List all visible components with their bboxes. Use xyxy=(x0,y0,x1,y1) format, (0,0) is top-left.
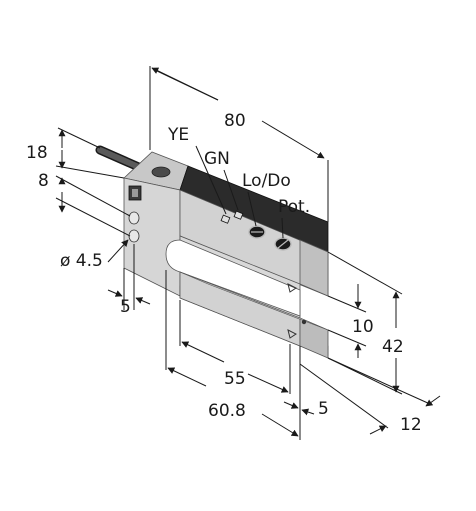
dim-5-left-label: 5 xyxy=(120,297,131,317)
dim-60-8-label: 60.8 xyxy=(208,401,246,421)
dim-5-left: 5 xyxy=(107,244,151,317)
callout-ye: YE xyxy=(167,125,227,215)
sensor-housing xyxy=(123,151,329,359)
callout-gn-label: GN xyxy=(204,149,230,169)
dim-42-label: 42 xyxy=(382,337,404,357)
callout-pot-label: Pot. xyxy=(278,197,310,217)
lo-do-switch xyxy=(248,225,266,239)
callout-ye-label: YE xyxy=(167,125,189,145)
callout-lodo: Lo/Do xyxy=(242,171,291,227)
led-green xyxy=(233,210,244,220)
callout-lodo-label: Lo/Do xyxy=(242,171,291,191)
top-mounting-hole xyxy=(151,166,171,178)
dim-5-bottom: 5 xyxy=(283,399,329,419)
upper-arm-marker xyxy=(287,283,297,293)
led-yellow xyxy=(220,214,231,224)
lower-arm-marker xyxy=(287,329,297,339)
dim-8: 8 xyxy=(38,171,131,237)
dim-80-label: 80 xyxy=(224,111,246,131)
dim-18: 18 xyxy=(26,127,125,179)
lower-arm-dot xyxy=(301,319,307,325)
callout-pot: Pot. xyxy=(278,197,310,239)
dim-12-label: 12 xyxy=(400,415,422,435)
dim-5-bottom-label: 5 xyxy=(318,399,329,419)
dim-60-8: 60.8 xyxy=(165,270,301,440)
dim-8-label: 8 xyxy=(38,171,49,191)
dim-55: 55 xyxy=(179,300,291,394)
dim-10: 10 xyxy=(327,284,374,358)
dim-80: 80 xyxy=(149,66,329,222)
dim-diameter-label: ø 4.5 xyxy=(60,251,103,271)
callout-gn: GN xyxy=(204,149,239,211)
dim-10-label: 10 xyxy=(352,317,374,337)
potentiometer xyxy=(274,237,292,251)
dim-55-label: 55 xyxy=(224,369,246,389)
side-mounting-hole-1 xyxy=(128,211,140,225)
side-mounting-hole-2 xyxy=(128,229,140,243)
dim-18-label: 18 xyxy=(26,143,48,163)
dim-diameter: ø 4.5 xyxy=(60,239,129,271)
dim-12: 12 xyxy=(299,357,441,435)
